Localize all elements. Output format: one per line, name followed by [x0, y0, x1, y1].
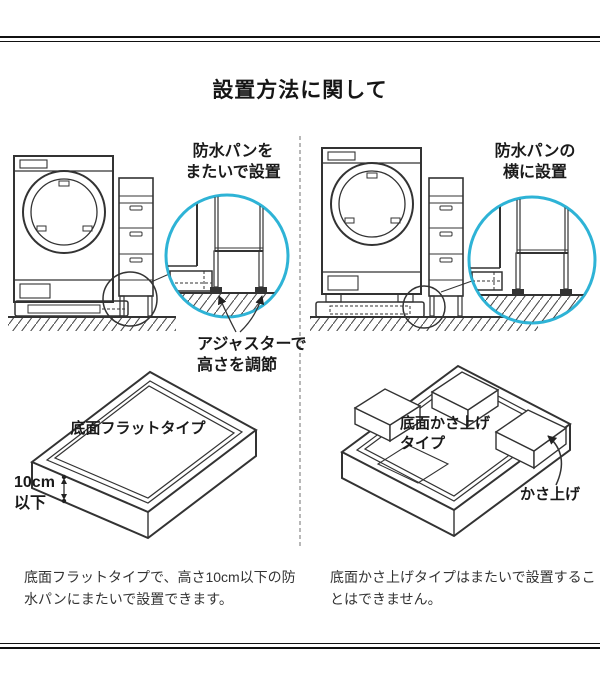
storage-rack-right: [428, 177, 464, 317]
storage-rack-left: [118, 177, 154, 317]
raised-tray-illustration: [340, 364, 572, 538]
callout-adjuster-height: アジャスターで 高さを調節: [197, 336, 307, 374]
height-dimension-arrow: [61, 474, 67, 504]
floor-left: [8, 316, 176, 331]
magnifier-detail-right: [467, 195, 597, 325]
waterproof-pan-right: [315, 301, 425, 318]
flat-tray-label: 底面フラットタイプ: [70, 420, 206, 437]
callout-straddle-install: 防水パンを またいで設置: [185, 143, 281, 181]
raise-label: かさ上げ: [519, 486, 580, 503]
raised-corner-blocks: [353, 371, 568, 484]
bottom-border-thin: [0, 643, 600, 645]
washing-machine-left: [13, 155, 114, 303]
magnifier-source-circle-left: [102, 271, 158, 327]
magnifier-connector-right: [440, 280, 473, 293]
adjuster-arrows: [217, 295, 265, 333]
page-title: 設置方法に関して: [212, 79, 388, 102]
bottom-border-thick: [0, 646, 600, 649]
callout-side-install: 防水パンの 横に設置: [494, 143, 576, 181]
caption-left: 底面フラットタイプで、高さ10cm以下の防 水パンにまたいで設置できます。: [24, 569, 296, 608]
raise-pointer-arrow: [547, 435, 563, 486]
magnifier-detail-left: [164, 193, 290, 319]
flat-tray-illustration: [30, 370, 258, 540]
top-border-thin: [0, 40, 600, 42]
raised-tray-label: 底面かさ上げ タイプ: [400, 415, 491, 453]
top-border-thick: [0, 36, 600, 39]
floor-right: [310, 316, 538, 331]
height-dimension-label: 10cm 以下: [14, 474, 55, 512]
caption-right: 底面かさ上げタイプはまたいで設置するこ とはできません。: [330, 569, 596, 608]
washing-machine-right: [321, 147, 422, 303]
waterproof-pan-left: [14, 300, 129, 317]
magnifier-source-circle-right: [402, 285, 446, 329]
